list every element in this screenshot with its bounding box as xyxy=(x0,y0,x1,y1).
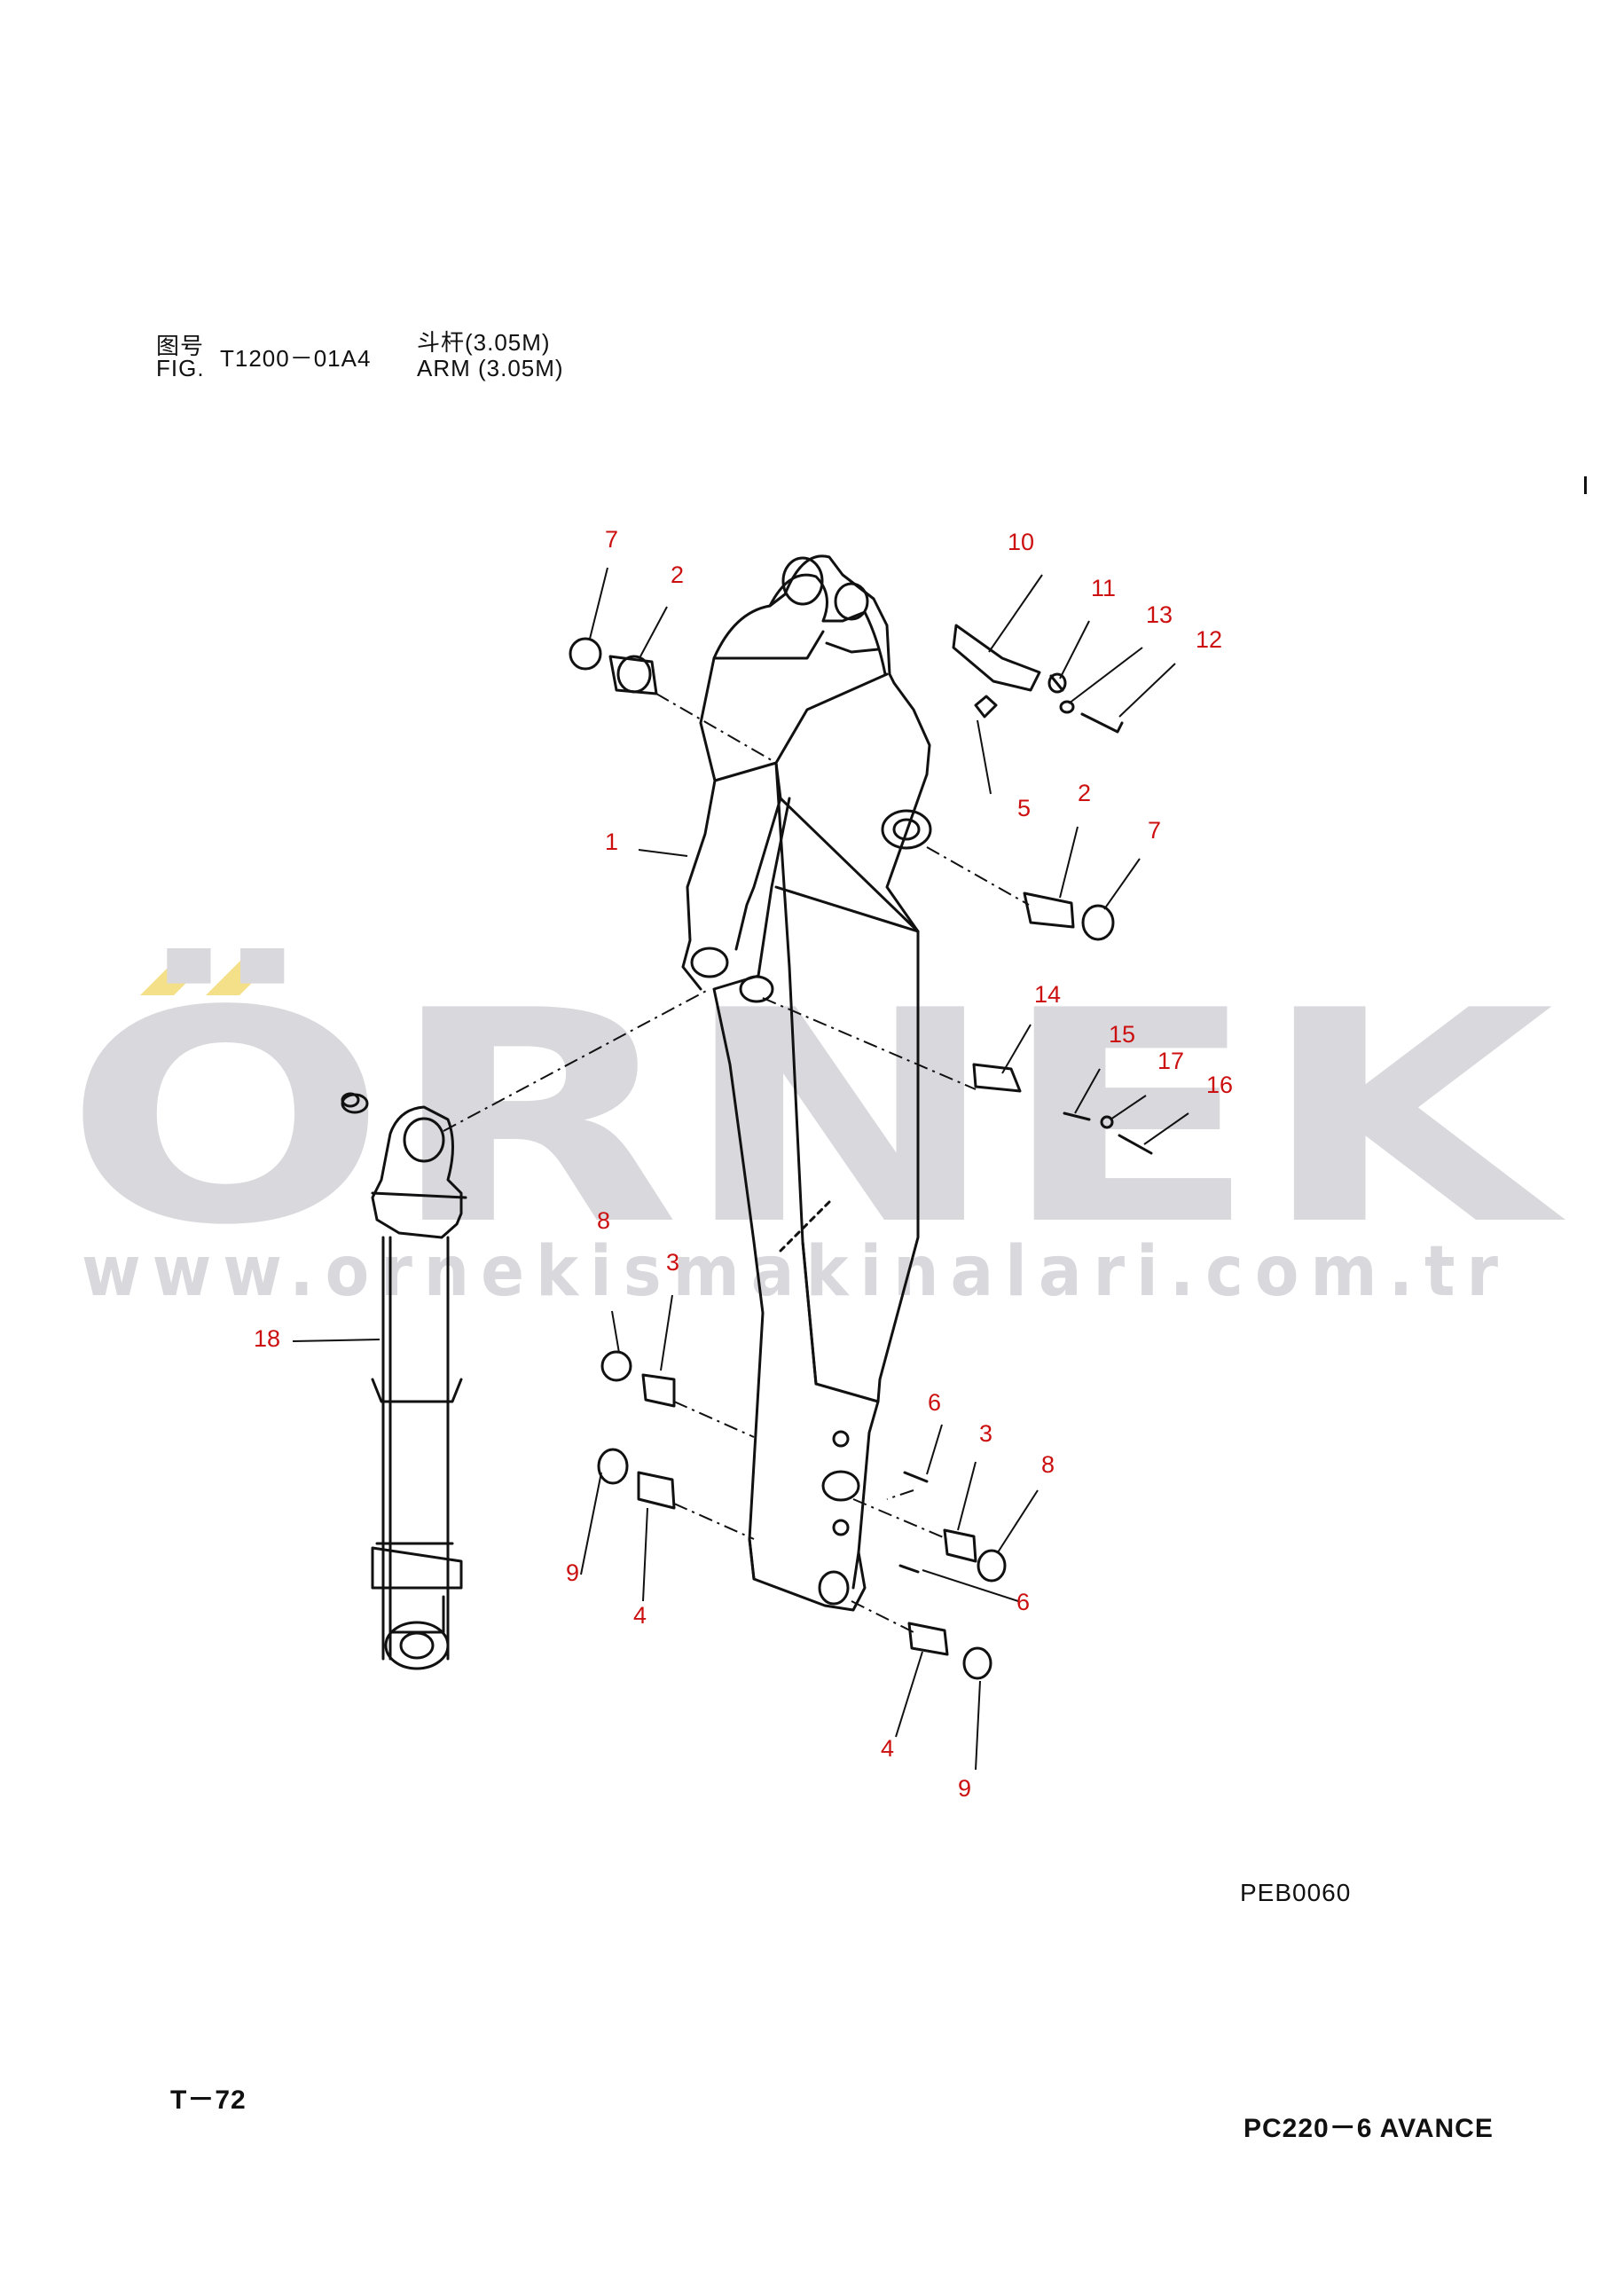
part-6-fitting-lower xyxy=(898,1564,920,1574)
watermark: ÖRNEK www.ornekismakinalari.com.tr xyxy=(64,946,1568,1312)
callout-9-left: 9 xyxy=(566,1559,579,1586)
page-number: T－72 xyxy=(170,2085,247,2115)
title-cn: 斗杆(3.05M) xyxy=(417,329,551,356)
callout-17: 17 xyxy=(1157,1048,1184,1074)
callout-1: 1 xyxy=(605,829,618,855)
part-13-washer xyxy=(1059,700,1075,714)
part-8-seal-left xyxy=(600,1350,632,1382)
fig-number: T1200－01A4 xyxy=(220,345,372,372)
callout-16: 16 xyxy=(1206,1072,1233,1098)
callout-5: 5 xyxy=(1017,795,1031,821)
part-9-ring-left xyxy=(597,1448,629,1485)
part-8-seal-right xyxy=(977,1549,1007,1583)
part-2-bushing-mid xyxy=(1023,892,1075,929)
assembly-lines xyxy=(443,693,1030,1633)
callout-8-left: 8 xyxy=(597,1207,610,1234)
part-3-bushing-left xyxy=(641,1373,676,1408)
watermark-accent-left xyxy=(140,958,211,995)
part-12-bolt xyxy=(1080,712,1124,734)
callout-10: 10 xyxy=(1008,529,1034,555)
part-4-bushing-left xyxy=(637,1471,676,1510)
callout-4-left: 4 xyxy=(633,1602,647,1629)
callout-4-right: 4 xyxy=(881,1735,894,1762)
edge-mark xyxy=(1584,476,1587,494)
arm-body xyxy=(681,554,932,1612)
leader-lines xyxy=(292,567,1189,1771)
callout-7-top: 7 xyxy=(605,526,618,553)
watermark-accent-right xyxy=(206,958,277,995)
watermark-brand: ÖRNEK xyxy=(64,946,1568,1289)
part-10-pin xyxy=(952,624,1041,692)
fig-label-cn: 图号 xyxy=(156,333,205,359)
callout-2-top: 2 xyxy=(671,562,684,588)
fig-label-en: FIG. xyxy=(156,355,205,381)
callout-18: 18 xyxy=(254,1325,280,1352)
part-3-bushing-right xyxy=(943,1528,977,1563)
callout-2-mid: 2 xyxy=(1078,780,1091,806)
part-4-bushing-right xyxy=(907,1622,949,1656)
callout-12: 12 xyxy=(1196,626,1222,653)
machine-model: PC220－6 AVANCE xyxy=(1243,2114,1494,2143)
part-7-seal-top xyxy=(569,637,602,671)
part-15-plate xyxy=(1063,1111,1091,1121)
bucket-cylinder xyxy=(341,1092,467,1670)
part-7-seal-mid xyxy=(1081,904,1115,941)
part-5-fitting xyxy=(974,695,998,719)
callout-9-right: 9 xyxy=(958,1775,971,1802)
callout-6-bottom: 6 xyxy=(1016,1589,1030,1615)
part-6-fitting-upper xyxy=(903,1471,929,1483)
watermark-url: www.ornekismakinalari.com.tr xyxy=(82,1232,1510,1312)
callouts: 7 2 10 11 13 12 5 2 7 1 14 15 17 16 18 8… xyxy=(254,526,1233,1802)
callout-8-right: 8 xyxy=(1041,1451,1055,1478)
part-9-ring-right xyxy=(962,1646,992,1680)
small-parts xyxy=(569,624,1153,1680)
callout-14: 14 xyxy=(1034,981,1061,1008)
title-en: ARM (3.05M) xyxy=(417,355,564,381)
callout-11: 11 xyxy=(1091,575,1116,601)
callout-15: 15 xyxy=(1109,1021,1135,1048)
part-11-plate xyxy=(1049,674,1064,692)
part-16-bolt xyxy=(1118,1134,1153,1155)
callout-6-top: 6 xyxy=(928,1389,941,1416)
drawing-code: PEB0060 xyxy=(1240,1879,1352,1906)
callout-7-mid: 7 xyxy=(1148,817,1161,844)
callout-3-right: 3 xyxy=(979,1420,992,1447)
part-14-pin xyxy=(972,1063,1022,1093)
callout-3-left: 3 xyxy=(666,1249,679,1276)
callout-13: 13 xyxy=(1146,601,1173,628)
part-17-washer xyxy=(1100,1115,1114,1129)
